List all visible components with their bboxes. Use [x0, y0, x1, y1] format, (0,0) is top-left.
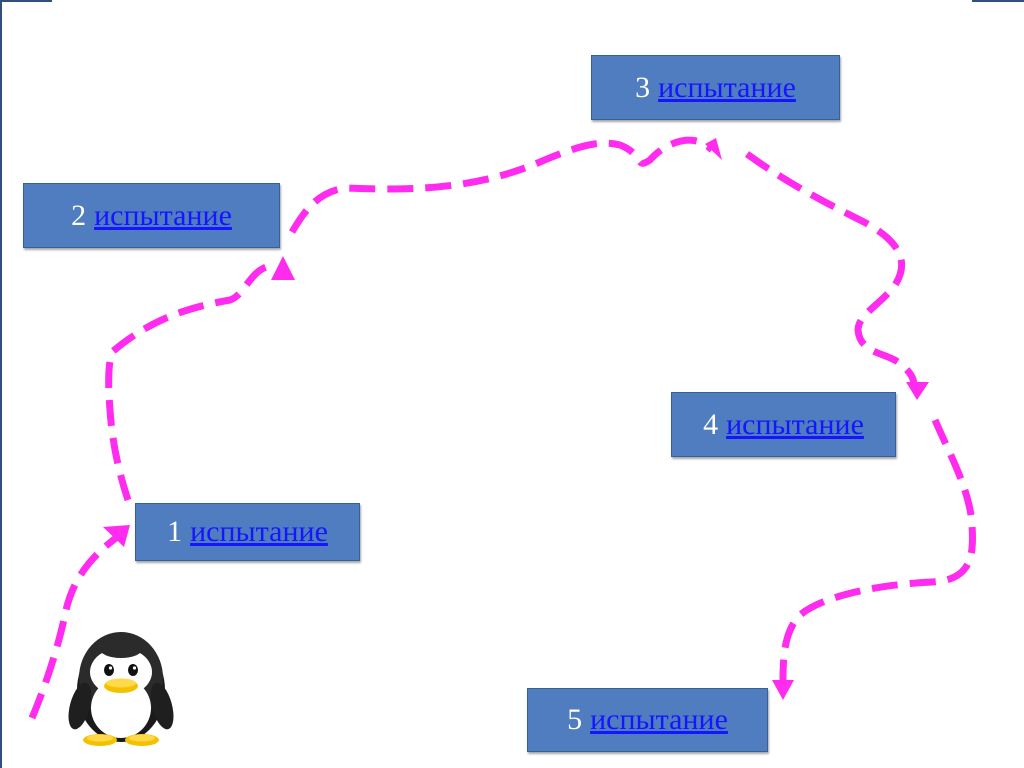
stage-1-link[interactable]: испытание [190, 515, 328, 548]
route-segment-1-to-2 [105, 262, 272, 502]
penguin-icon [68, 632, 174, 746]
stage-5-link[interactable]: испытание [590, 703, 728, 736]
route-segment-2-to-3 [288, 136, 715, 234]
route-segment-4-to-5 [779, 418, 976, 681]
stage-4-link[interactable]: испытание [726, 407, 864, 441]
stage-2-link[interactable]: испытание [94, 198, 232, 232]
stage-2-number: 2 [71, 198, 87, 232]
route-arrow-2-icon [271, 256, 295, 280]
route-segment-start-to-1 [28, 532, 123, 720]
slide-frame-left [0, 0, 2, 768]
route-arrow-5-icon [772, 680, 794, 700]
stage-1-box: 1 испытание [135, 503, 360, 561]
route-arrow-4-icon [906, 382, 929, 400]
slide-frame-top-right [972, 0, 1024, 2]
stage-3-box: 3 испытание [591, 55, 840, 120]
slide-frame-top-left [0, 0, 52, 2]
route-arrow-3-icon [705, 138, 722, 160]
stage-3-link[interactable]: испытание [658, 70, 796, 104]
route-segment-3-to-4 [744, 151, 918, 386]
stage-3-number: 3 [635, 70, 651, 104]
route-arrow-1-icon [103, 525, 130, 547]
stage-5-number: 5 [567, 703, 583, 736]
stage-1-number: 1 [167, 515, 183, 548]
stage-5-box: 5 испытание [527, 688, 768, 752]
stage-4-number: 4 [703, 407, 719, 441]
stage-2-box: 2 испытание [23, 183, 280, 248]
stage-4-box: 4 испытание [671, 392, 896, 457]
